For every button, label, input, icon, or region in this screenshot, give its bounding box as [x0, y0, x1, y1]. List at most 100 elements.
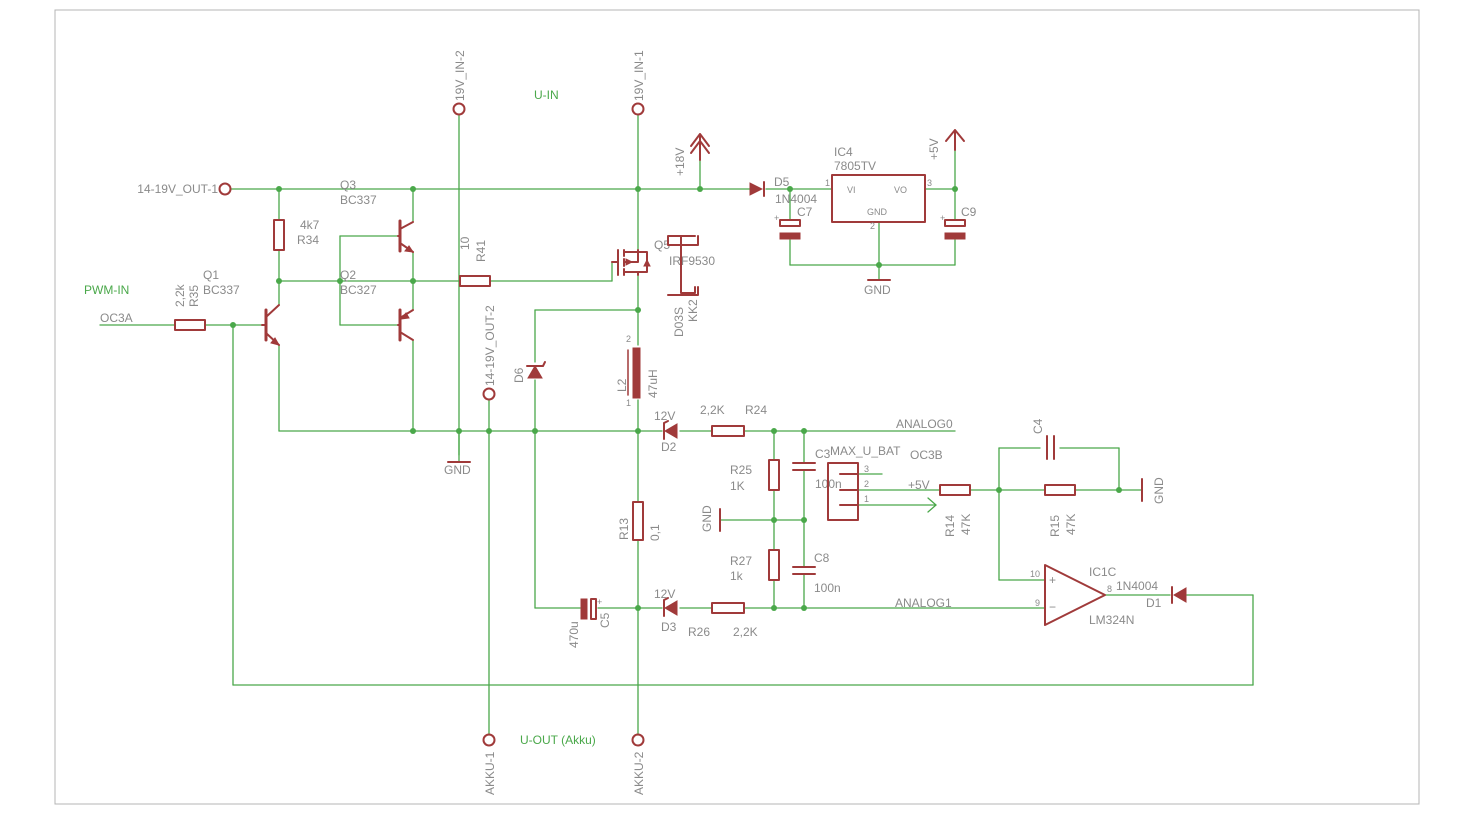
inductor-l2[interactable]: 2 1 L2 47uH: [615, 334, 660, 408]
svg-text:R41: R41: [474, 240, 488, 262]
transistor-q2[interactable]: Q2 BC327: [340, 268, 414, 342]
sheet-frame: [54, 9, 1420, 805]
resistor-r13[interactable]: R13 0,1: [617, 501, 662, 541]
resistor-r34[interactable]: 4k7 R34: [273, 218, 320, 251]
connector-19v-in-2[interactable]: 19V_IN-2: [452, 50, 467, 116]
connector-akku-2-label: AKKU-2: [632, 751, 646, 795]
svg-text:3: 3: [864, 464, 869, 474]
svg-text:C9: C9: [961, 205, 977, 219]
svg-text:12V: 12V: [654, 587, 675, 601]
zener-diode-d6[interactable]: D6: [512, 361, 546, 383]
connector-19v-in-1[interactable]: 19V_IN-1: [631, 50, 646, 116]
svg-text:R25: R25: [730, 463, 752, 477]
net-label-analog0: ANALOG0: [896, 417, 953, 431]
resistor-r35[interactable]: 2,2k R35: [173, 283, 206, 331]
svg-text:D6: D6: [512, 367, 526, 383]
net-label-oc3b: OC3B: [910, 448, 943, 462]
svg-text:2,2K: 2,2K: [733, 625, 758, 639]
mosfet-q5[interactable]: Q5 IRF9530: [611, 238, 715, 276]
jumper-max-u-bat[interactable]: MAX_U_BAT 3 2 1: [827, 444, 901, 521]
svg-text:1: 1: [864, 494, 869, 504]
svg-text:9: 9: [1035, 598, 1040, 608]
connector-akku-1[interactable]: AKKU-1: [482, 733, 497, 796]
svg-text:+: +: [940, 213, 945, 223]
regulator-ic4[interactable]: IC4 7805TV VI VO GND 1 3 2: [825, 145, 932, 231]
svg-text:3: 3: [927, 178, 932, 188]
diode-d1[interactable]: 1N4004 D1: [1116, 579, 1187, 610]
net-label-u-out: U-OUT (Akku): [520, 733, 596, 747]
transistor-q3[interactable]: Q3 BC337: [340, 178, 415, 253]
supply-plus18v-symbol: +18V: [673, 133, 710, 176]
capacitor-c3[interactable]: C3 100n: [792, 447, 842, 491]
svg-text:GND: GND: [700, 505, 714, 532]
svg-text:−: −: [1049, 600, 1056, 614]
zener-diode-d2[interactable]: 12V D2: [654, 409, 678, 454]
svg-text:GND: GND: [1152, 477, 1166, 504]
svg-text:2,2k: 2,2k: [173, 283, 187, 307]
connector-akku-1-label: AKKU-1: [483, 751, 497, 795]
svg-text:+: +: [1049, 573, 1056, 587]
svg-text:1: 1: [825, 178, 830, 188]
ground-symbol-4: GND: [1141, 477, 1166, 504]
svg-text:D5: D5: [774, 175, 790, 189]
resistor-r24[interactable]: 2,2K R24: [700, 403, 767, 437]
transistor-q1[interactable]: Q1 BC337: [203, 268, 281, 346]
opamp-ic1c[interactable]: + − 10 9 8 IC1C LM324N: [1030, 564, 1134, 627]
connector-14-19v-out-2[interactable]: 14-19V_OUT-2: [482, 305, 497, 401]
capacitor-c5[interactable]: + 470u C5: [567, 597, 612, 648]
svg-text:R26: R26: [688, 625, 710, 639]
resistor-r41[interactable]: 10 R41: [458, 236, 491, 287]
svg-text:1N4004: 1N4004: [775, 192, 817, 206]
svg-text:12V: 12V: [654, 409, 675, 423]
svg-text:LM324N: LM324N: [1089, 613, 1134, 627]
svg-text:R13: R13: [617, 518, 631, 540]
svg-text:C7: C7: [797, 205, 813, 219]
capacitor-c9[interactable]: + C9: [940, 205, 977, 240]
supply-plus18v-label: +18V: [673, 148, 687, 176]
svg-text:IRF9530: IRF9530: [669, 254, 715, 268]
connector-akku-2[interactable]: AKKU-2: [631, 733, 646, 796]
svg-text:8: 8: [1107, 584, 1112, 594]
zener-diode-d3[interactable]: 12V D3: [654, 587, 678, 634]
resistor-r27[interactable]: R27 1k: [730, 549, 780, 583]
svg-text:10: 10: [458, 236, 472, 250]
connector-14-19v-out-1[interactable]: 14-19V_OUT-1: [137, 182, 232, 196]
svg-text:R24: R24: [745, 403, 767, 417]
svg-text:BC337: BC337: [203, 283, 240, 297]
resistor-r26[interactable]: R26 2,2K: [688, 602, 758, 639]
resistor-r15[interactable]: R15 47K: [1044, 484, 1078, 537]
diode-d5[interactable]: D5 1N4004: [749, 175, 817, 206]
capacitor-c4[interactable]: C4: [1031, 418, 1055, 460]
svg-text:VO: VO: [894, 185, 907, 195]
svg-text:100n: 100n: [814, 581, 841, 595]
svg-text:Q5: Q5: [654, 238, 670, 252]
svg-text:C4: C4: [1031, 418, 1045, 434]
svg-text:2: 2: [864, 479, 869, 489]
svg-text:GND: GND: [864, 283, 891, 297]
svg-text:0,1: 0,1: [648, 524, 662, 541]
net-label-pwm-in: PWM-IN: [84, 283, 129, 297]
svg-text:+: +: [774, 213, 779, 223]
capacitor-c7[interactable]: + C7: [774, 205, 813, 240]
svg-text:Q1: Q1: [203, 268, 219, 282]
svg-text:KK2: KK2: [686, 299, 700, 322]
resistor-r14[interactable]: R14 47K: [939, 484, 973, 537]
svg-text:IC4: IC4: [834, 145, 853, 159]
connector-14-19v-out-1-label: 14-19V_OUT-1: [137, 182, 218, 196]
svg-text:470u: 470u: [567, 621, 581, 648]
svg-text:R14: R14: [943, 515, 957, 537]
svg-text:GND: GND: [867, 207, 888, 217]
svg-text:1N4004: 1N4004: [1116, 579, 1158, 593]
svg-text:47K: 47K: [1064, 514, 1078, 535]
connector-19v-in-1-label: 19V_IN-1: [632, 50, 646, 101]
svg-text:7805TV: 7805TV: [834, 159, 876, 173]
svg-text:1K: 1K: [730, 479, 745, 493]
net-label-oc3a: OC3A: [100, 311, 133, 325]
svg-text:D1: D1: [1146, 596, 1162, 610]
capacitor-c8[interactable]: C8 100n: [792, 551, 841, 595]
resistor-r25[interactable]: R25 1K: [730, 459, 780, 493]
svg-text:MAX_U_BAT: MAX_U_BAT: [830, 444, 901, 458]
svg-text:IC1C: IC1C: [1089, 565, 1117, 579]
svg-text:D03S: D03S: [672, 307, 686, 337]
